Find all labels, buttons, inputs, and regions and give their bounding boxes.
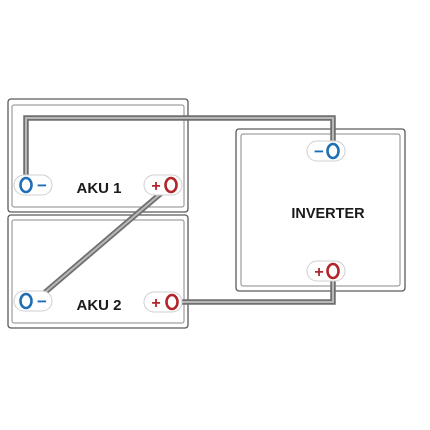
wire-aku1-neg-to-inverter-neg bbox=[23, 115, 336, 187]
battery-2-label: AKU 2 bbox=[76, 297, 121, 314]
negative-sign: − bbox=[314, 142, 324, 161]
terminal-inverter-positive: + bbox=[306, 260, 346, 282]
terminal-ring-icon bbox=[19, 176, 33, 194]
terminal-aku2-positive: + bbox=[143, 291, 183, 313]
terminal-ring-icon bbox=[164, 176, 178, 194]
inverter: INVERTER bbox=[235, 128, 406, 292]
positive-sign: + bbox=[151, 295, 160, 312]
battery-2-inner-frame bbox=[11, 219, 185, 324]
terminal-ring-icon bbox=[165, 293, 179, 311]
wires bbox=[23, 115, 336, 305]
inverter-inner-frame bbox=[240, 133, 401, 287]
wire-aku2-pos-to-inverter-pos bbox=[170, 269, 336, 305]
battery-2: AKU 2 bbox=[7, 214, 189, 329]
battery-1-label: AKU 1 bbox=[76, 180, 121, 197]
terminal-ring-icon bbox=[326, 142, 340, 160]
terminal-ring-icon bbox=[19, 292, 33, 310]
terminal-ring-icon bbox=[326, 262, 340, 280]
wire-aku1-pos-to-aku2-neg bbox=[32, 185, 170, 304]
positive-sign: + bbox=[151, 178, 160, 195]
negative-sign: − bbox=[37, 292, 47, 311]
negative-sign: − bbox=[37, 176, 47, 195]
terminal-aku2-negative: − bbox=[13, 290, 53, 312]
terminal-inverter-negative: − bbox=[306, 140, 346, 162]
battery-1-outer-frame bbox=[7, 98, 189, 213]
inverter-outer-frame bbox=[235, 128, 406, 292]
inverter-label: INVERTER bbox=[291, 206, 365, 222]
positive-sign: + bbox=[314, 264, 323, 281]
terminal-aku1-negative: − bbox=[13, 174, 53, 196]
terminal-aku1-positive: + bbox=[143, 174, 183, 196]
battery-1: AKU 1 bbox=[7, 98, 189, 213]
battery-1-inner-frame bbox=[11, 104, 185, 208]
battery-2-outer-frame bbox=[7, 214, 189, 329]
